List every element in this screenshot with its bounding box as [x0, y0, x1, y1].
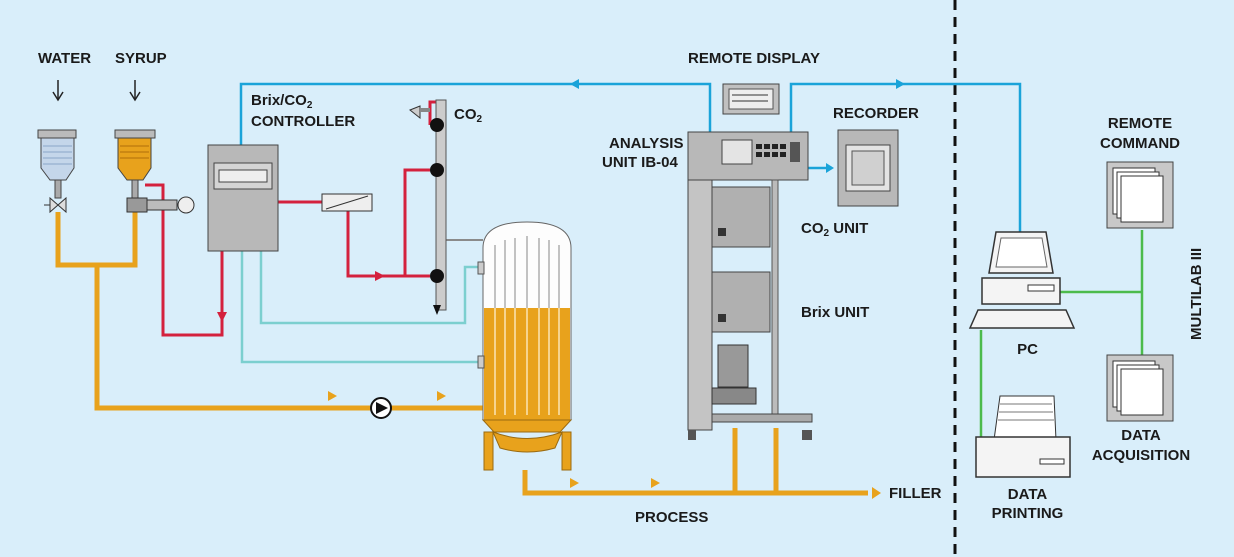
data-acquisition-label-line2: ACQUISITION: [1091, 447, 1191, 464]
remote-display-label: REMOTE DISPLAY: [688, 50, 820, 67]
flow-arrow-icon: [328, 391, 881, 499]
process-label: PROCESS: [635, 509, 709, 526]
water-tank: [37, 80, 77, 214]
valve-icon: [49, 196, 67, 214]
syrup-label: SYRUP: [115, 50, 167, 67]
remote-display: [722, 83, 780, 115]
pump-icon: [370, 397, 392, 419]
data-printing-label-line2: PRINTING: [991, 505, 1064, 522]
syrup-tank: [114, 80, 195, 214]
recorder-icon: [837, 129, 899, 207]
co2-label: CO2: [454, 106, 483, 125]
gauge-icon: [177, 196, 195, 214]
network-lines: [979, 230, 1144, 437]
process-tank: [477, 221, 573, 471]
control-signal-lines: [145, 100, 440, 337]
brix-co2-controller: [207, 144, 279, 252]
controller-label-line2: CONTROLLER: [251, 113, 356, 130]
product-lines: [55, 212, 868, 496]
water-label: WATER: [38, 50, 92, 67]
multilab-label: MULTILAB III: [1188, 247, 1205, 340]
brix-unit-label: Brix UNIT: [801, 304, 870, 321]
co2-unit-label: CO2 UNIT: [801, 220, 869, 239]
signal-arrows: [570, 79, 905, 173]
pc-icon: [968, 231, 1076, 329]
co2-injector: [409, 99, 447, 315]
filler-label: FILLER: [889, 485, 942, 502]
controller-label-line1: Brix/CO2: [251, 92, 313, 111]
printer-icon: [975, 395, 1071, 478]
recorder-label: RECORDER: [833, 105, 919, 122]
analysis-unit-label-line2: UNIT IB-04: [602, 154, 678, 171]
ip-converter: [321, 193, 373, 212]
data-printing-label-line1: DATA: [1007, 486, 1048, 503]
remote-command-label-line1: REMOTE: [1107, 115, 1173, 132]
analysis-unit-label-line1: ANALYSIS: [609, 135, 684, 152]
pc-label: PC: [1017, 341, 1038, 358]
sensor-lines: [240, 250, 483, 364]
data-acquisition-label-line1: DATA: [1121, 427, 1161, 444]
remote-command-label-line2: COMMAND: [1100, 135, 1180, 152]
analysis-unit: [687, 131, 813, 440]
data-acquisition-device: [1106, 354, 1174, 422]
remote-command-device: [1106, 161, 1174, 229]
